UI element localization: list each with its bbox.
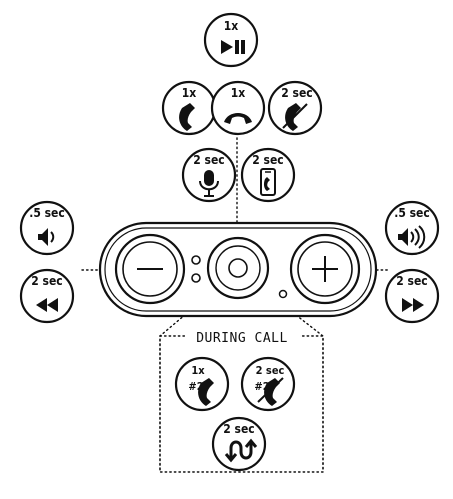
status-lights [191, 255, 201, 283]
reject-call-icon [257, 377, 284, 406]
phone-icon [198, 378, 214, 406]
fast-forward-icon [402, 298, 424, 312]
volume-down-control: .5 sec [19, 200, 75, 256]
microphone-hole [278, 289, 288, 299]
swap-calls-icon [224, 438, 258, 463]
rewind-circle[interactable] [19, 268, 75, 324]
speakerphone-device [98, 221, 378, 318]
reject-second-call-control: 2 sec #2 [240, 356, 296, 412]
minus-button[interactable] [114, 233, 186, 305]
hangup-control: 1x [210, 80, 266, 136]
transfer-phone-circle[interactable] [240, 147, 296, 203]
rewind-control: 2 sec [19, 268, 75, 324]
center-button[interactable] [206, 236, 270, 300]
volume-up-icon [398, 225, 426, 249]
during-call-title: DURING CALL [196, 331, 288, 346]
rewind-icon [36, 298, 58, 312]
device-inner-outline [104, 227, 372, 312]
answer-control: 1x [161, 80, 217, 136]
answer-second-call-control: 1x #2 [174, 356, 230, 412]
during-call-box [159, 335, 324, 473]
play-pause-label: 1x [224, 19, 239, 33]
fast-forward-circle[interactable] [384, 268, 440, 324]
play-pause-icon [221, 40, 245, 54]
reject-call-icon [282, 103, 308, 131]
volume-up-circle[interactable] [384, 200, 440, 256]
volume-down-circle[interactable] [19, 200, 75, 256]
fast-forward-label: 2 sec [396, 274, 427, 288]
volume-up-label: .5 sec [394, 206, 430, 220]
fast-forward-control: 2 sec [384, 268, 440, 324]
voice-assistant-control: 2 sec [181, 147, 237, 203]
during-call-panel: DURING CALL 1x #2 2 sec #2 2 sec [159, 328, 324, 473]
answer-label: 1x [182, 86, 197, 100]
play-pause-control: 1x [203, 12, 259, 68]
volume-down-label: .5 sec [29, 206, 65, 220]
volume-up-control: .5 sec [384, 200, 440, 256]
transfer-phone-control: 2 sec [240, 147, 296, 203]
volume-down-icon [38, 228, 55, 246]
rewind-label: 2 sec [31, 274, 62, 288]
plus-button[interactable] [289, 233, 361, 305]
microphone-icon [199, 170, 219, 197]
reject-second-label: 2 sec [256, 364, 285, 377]
hangup-label: 1x [231, 86, 246, 100]
swap-calls-label: 2 sec [223, 422, 254, 436]
transfer-phone-label: 2 sec [252, 153, 283, 167]
hang-up-icon [224, 113, 252, 124]
reject-control: 2 sec [267, 80, 323, 136]
phone-icon [179, 103, 195, 131]
answer-second-label: 1x [191, 364, 205, 377]
title-background [185, 328, 300, 346]
swap-calls-control: 2 sec [211, 416, 267, 472]
voice-assistant-label: 2 sec [193, 153, 224, 167]
smartphone-icon [260, 168, 276, 196]
reject-label: 2 sec [281, 86, 312, 100]
